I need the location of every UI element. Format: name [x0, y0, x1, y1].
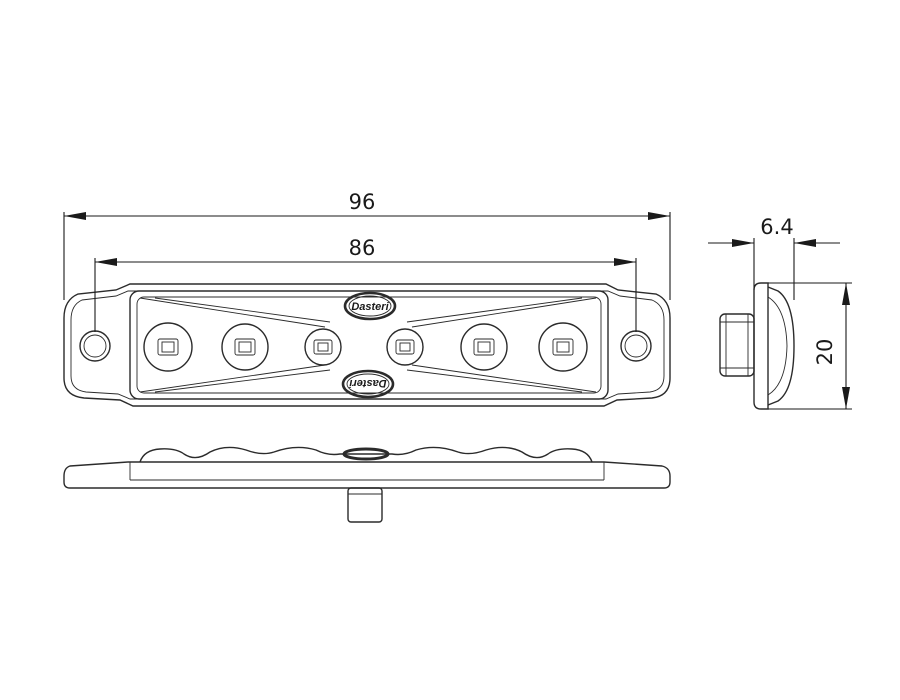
- profile-base: [63, 461, 671, 489]
- dimension-depth: 6.4: [708, 215, 840, 300]
- led-1: [143, 322, 193, 372]
- dimension-overall-length: 96: [63, 190, 671, 300]
- profile-connector: [347, 487, 383, 523]
- lens-inner: [136, 296, 602, 394]
- flange-outline: [63, 283, 671, 407]
- logo-text-top: Dasteri: [351, 301, 389, 313]
- side-base: [753, 282, 769, 410]
- dimension-label-6-4: 6.4: [760, 215, 793, 239]
- logo-text-bottom: Dasteri: [348, 377, 386, 389]
- dimension-label-96: 96: [349, 190, 376, 214]
- lens-body: [129, 290, 609, 400]
- side-view: [719, 282, 795, 410]
- led-2: [221, 323, 269, 371]
- lens-facets: [139, 297, 597, 393]
- led-6: [538, 322, 588, 372]
- led-4: [386, 328, 424, 366]
- profile-view: [63, 446, 671, 523]
- front-view: Dasteri Dasteri: [63, 283, 671, 407]
- dimension-hole-spacing: 86: [94, 236, 637, 332]
- profile-logo: [342, 447, 390, 461]
- led-5: [460, 323, 508, 371]
- led-3: [304, 328, 342, 366]
- profile-lens-bumps: [139, 446, 593, 463]
- side-connector: [719, 313, 755, 377]
- flange-inner-outline: [70, 290, 665, 400]
- mounting-hole-right: [620, 330, 652, 362]
- dimension-label-86: 86: [349, 236, 376, 260]
- logo-bottom: Dasteri: [341, 369, 395, 399]
- mounting-hole-left: [79, 330, 111, 362]
- side-lens: [767, 286, 795, 406]
- logo-top: Dasteri: [343, 291, 397, 321]
- dimension-label-20: 20: [813, 339, 837, 366]
- dimension-height: 20: [768, 282, 852, 410]
